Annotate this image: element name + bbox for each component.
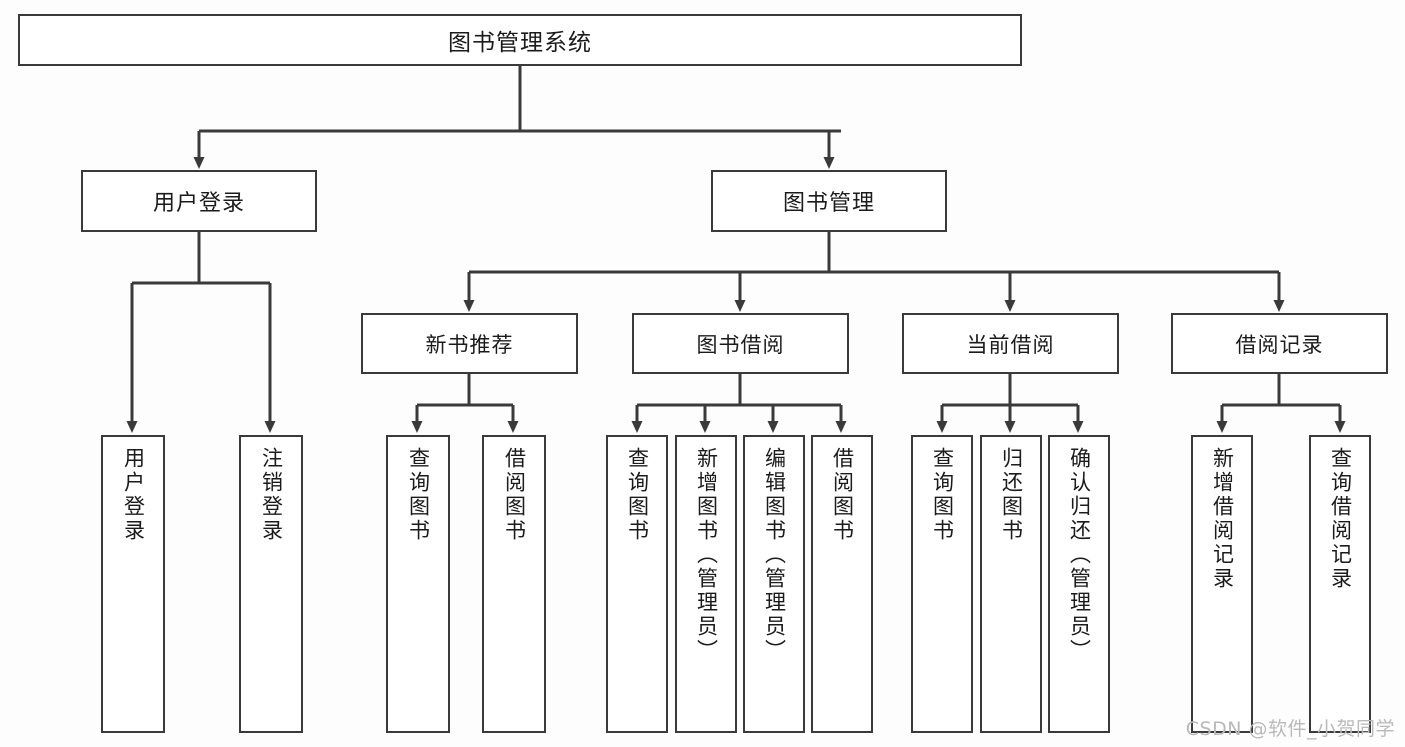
leaf-label: 编辑图书（管理员） <box>762 447 787 663</box>
leaf-new-book-query[interactable]: 查询图书 <box>386 435 450 733</box>
node-user-login-label: 用户登录 <box>152 191 245 216</box>
node-current-borrow[interactable]: 当前借阅 <box>902 313 1119 374</box>
node-new-book-recommend[interactable]: 新书推荐 <box>361 313 578 374</box>
node-new-book-recommend-label: 新书推荐 <box>425 332 514 357</box>
leaf-label: 新增借阅记录 <box>1210 447 1235 591</box>
leaf-book-borrow-add[interactable]: 新增图书（管理员） <box>675 435 737 733</box>
leaf-label: 查询图书 <box>625 447 650 543</box>
watermark-text: CSDN @软件_小贺同学 <box>1185 718 1395 740</box>
node-user-login[interactable]: 用户登录 <box>81 170 317 232</box>
leaf-label: 用户登录 <box>121 447 146 543</box>
leaf-label: 确认归还（管理员） <box>1067 447 1092 663</box>
leaf-label: 借阅图书 <box>502 447 527 543</box>
leaf-borrow-record-add[interactable]: 新增借阅记录 <box>1191 435 1253 733</box>
leaf-borrow-record-query[interactable]: 查询借阅记录 <box>1309 435 1371 733</box>
leaf-new-book-borrow[interactable]: 借阅图书 <box>482 435 546 733</box>
node-borrow-record-label: 借阅记录 <box>1235 332 1324 357</box>
leaf-user-login-login[interactable]: 用户登录 <box>101 435 165 733</box>
node-current-borrow-label: 当前借阅 <box>966 332 1055 357</box>
leaf-label: 新增图书（管理员） <box>694 447 719 663</box>
leaf-book-borrow-borrow[interactable]: 借阅图书 <box>811 435 873 733</box>
leaf-label: 查询图书 <box>406 447 431 543</box>
node-root[interactable]: 图书管理系统 <box>18 14 1022 66</box>
node-book-borrow[interactable]: 图书借阅 <box>632 313 849 374</box>
leaf-label: 归还图书 <box>999 447 1024 543</box>
node-borrow-record[interactable]: 借阅记录 <box>1171 313 1388 374</box>
node-book-borrow-label: 图书借阅 <box>696 332 785 357</box>
leaf-current-borrow-confirm-return[interactable]: 确认归还（管理员） <box>1048 435 1110 733</box>
leaf-label: 注销登录 <box>259 447 284 543</box>
leaf-user-login-logout[interactable]: 注销登录 <box>239 435 303 733</box>
leaf-label: 查询图书 <box>930 447 955 543</box>
leaf-book-borrow-query[interactable]: 查询图书 <box>606 435 668 733</box>
leaf-book-borrow-edit[interactable]: 编辑图书（管理员） <box>743 435 805 733</box>
node-book-management-label: 图书管理 <box>782 191 875 216</box>
node-root-label: 图书管理系统 <box>448 30 592 56</box>
leaf-label: 查询借阅记录 <box>1328 447 1353 591</box>
leaf-label: 借阅图书 <box>830 447 855 543</box>
node-book-management[interactable]: 图书管理 <box>711 170 947 232</box>
leaf-current-borrow-return[interactable]: 归还图书 <box>980 435 1042 733</box>
leaf-current-borrow-query[interactable]: 查询图书 <box>911 435 973 733</box>
